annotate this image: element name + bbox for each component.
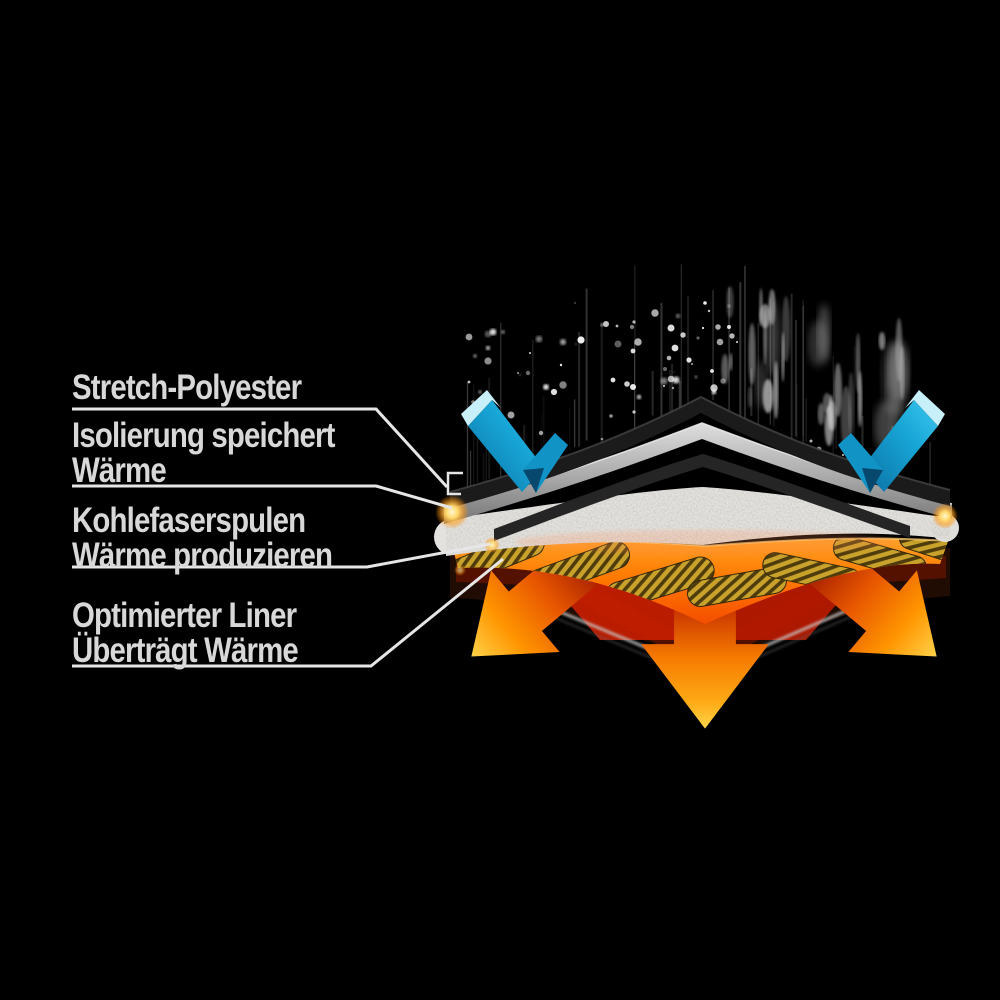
mid-membrane-layer	[494, 454, 910, 541]
label-stretch-polyester: Stretch-Polyester	[72, 368, 302, 407]
callout-isolierung	[72, 484, 453, 510]
label-isolierung: Isolierung speichert Wärme	[72, 418, 335, 488]
cold-deflect-arrow-left	[461, 390, 568, 493]
callout-kohlefaserspulen	[72, 542, 491, 569]
label-optimierter-liner: Optimierter Liner Überträgt Wärme	[72, 596, 299, 670]
label-line: Wärme produzieren	[72, 536, 333, 575]
callout-bracket	[446, 471, 463, 496]
label-kohlefaserspulen: Kohlefaserspulen Wärme produzieren	[72, 501, 333, 575]
label-line: Isolierung speichert	[72, 416, 335, 455]
label-line: Kohlefaserspulen	[72, 501, 306, 540]
label-line: Wärme	[72, 451, 167, 490]
callout-stretch-polyester	[72, 407, 449, 489]
label-line: Stretch-Polyester	[72, 368, 302, 407]
callout-lines	[72, 407, 504, 668]
heat-edge-glows	[435, 495, 958, 576]
label-line: Optimierter Liner	[72, 596, 297, 635]
snow-rain-particles	[462, 264, 931, 494]
callout-optimierter-liner	[72, 557, 504, 668]
label-line: Überträgt Wärme	[72, 631, 299, 670]
cold-deflect-arrow-right	[838, 390, 945, 493]
